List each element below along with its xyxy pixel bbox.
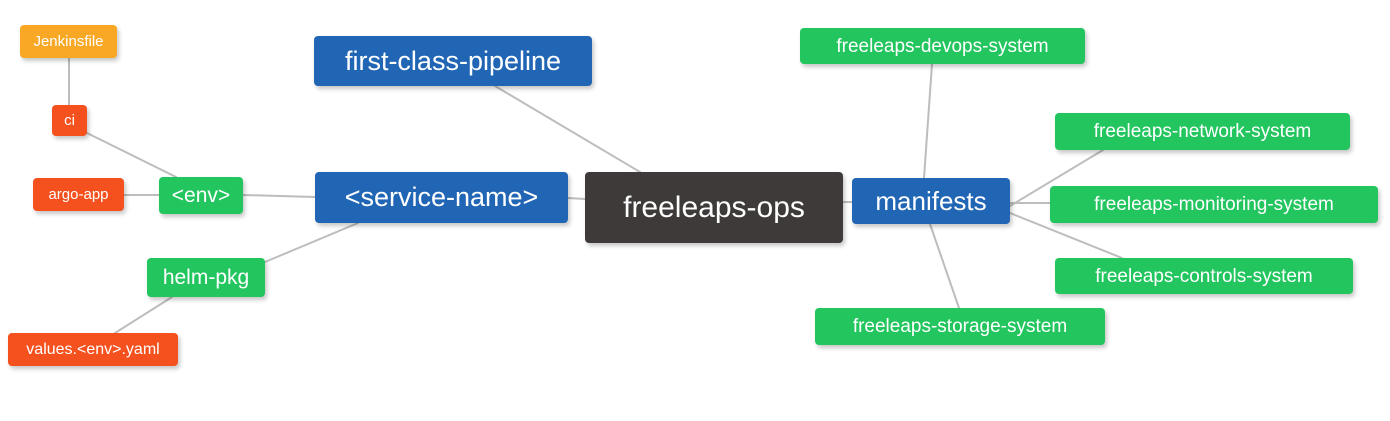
mindmap-node-label: helm-pkg [162, 266, 250, 289]
mindmap-node-label: freeleaps-controls-system [1095, 265, 1313, 287]
mindmap-node-label: Jenkinsfile [33, 33, 104, 50]
mindmap-node-label: argo-app [48, 186, 109, 203]
mindmap-node-label: values.<env>.yaml [26, 340, 160, 358]
mindmap-node-freeleaps-controls-system[interactable]: freeleaps-controls-system [1055, 258, 1353, 294]
mindmap-node-manifests[interactable]: manifests [852, 178, 1010, 224]
mindmap-node-label: ci [64, 112, 75, 129]
mindmap-node-label: freeleaps-devops-system [836, 35, 1049, 57]
mindmap-node-argo-app[interactable]: argo-app [33, 178, 124, 211]
mindmap-node-freeleaps-devops-system[interactable]: freeleaps-devops-system [800, 28, 1085, 64]
mindmap-node-first-class-pipeline[interactable]: first-class-pipeline [314, 36, 592, 86]
mindmap-edge [114, 296, 173, 334]
mindmap-node-freeleaps-monitoring-system[interactable]: freeleaps-monitoring-system [1050, 186, 1378, 223]
mindmap-node-env[interactable]: <env> [159, 177, 243, 214]
mindmap-node-service-name[interactable]: <service-name> [315, 172, 568, 223]
mindmap-node-label: freeleaps-monitoring-system [1094, 194, 1334, 215]
mindmap-node-label: <env> [171, 184, 231, 207]
mindmap-node-ci[interactable]: ci [52, 105, 87, 136]
mindmap-node-values-env-yaml[interactable]: values.<env>.yaml [8, 333, 178, 366]
mindmap-node-label: manifests [875, 186, 987, 216]
mindmap-node-label: freeleaps-network-system [1093, 121, 1312, 142]
mindmap-edge [567, 197, 586, 200]
mindmap-node-freeleaps-network-system[interactable]: freeleaps-network-system [1055, 113, 1350, 150]
mindmap-edge [86, 132, 177, 178]
mindmap-node-label: freeleaps-ops [623, 190, 805, 224]
mindmap-edge [929, 223, 960, 309]
mindmap-node-jenkinsfile[interactable]: Jenkinsfile [20, 25, 117, 58]
mindmap-edge [923, 63, 933, 179]
mindmap-node-label: <service-name> [344, 182, 539, 212]
mindmap-edge [242, 194, 316, 198]
mindmap-node-freeleaps-storage-system[interactable]: freeleaps-storage-system [815, 308, 1105, 345]
mindmap-node-freeleaps-ops[interactable]: freeleaps-ops [585, 172, 843, 243]
mindmap-node-label: freeleaps-storage-system [852, 316, 1068, 337]
mindmap-node-helm-pkg[interactable]: helm-pkg [147, 258, 265, 297]
mindmap-node-label: first-class-pipeline [344, 45, 562, 76]
mindmap-edge [494, 85, 641, 173]
mindmap-edge [264, 222, 359, 263]
